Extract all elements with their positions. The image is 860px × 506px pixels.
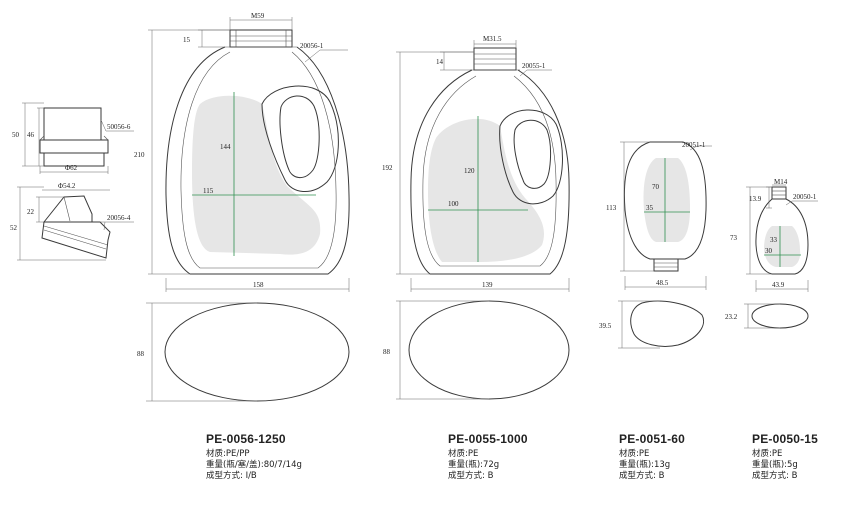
weight-text: 重量(瓶):72g [448,460,500,470]
product-code: PE-0051-60 [619,432,686,446]
bottle-1-depth: 88 [137,350,145,358]
bottle-3-height: 113 [606,204,617,212]
bottle-1-height: 210 [134,151,145,159]
product-code: PE-0055-1000 [448,432,528,446]
weight-text: 重量(瓶):13g [619,460,671,470]
bottle-1-neck: M59 [251,12,265,20]
bottle-4-label-width: 30 [765,247,773,255]
bottle-4-top-view [744,303,809,329]
material-text: 材质:PE [619,449,650,459]
process-text: 成型方式: I/B [206,471,257,481]
process-text: 成型方式: B [619,471,665,481]
material-text: 材质:PE/PP [206,449,250,459]
spec-block-2: PE-0055-1000 材质:PE 重量(瓶):72g 成型方式: B [448,432,528,482]
weight-text: 重量(瓶/塞/盖):80/7/14g [206,460,302,470]
cap-part-number: 50056-6 [107,123,131,131]
bottle-2-label-width: 100 [448,200,459,208]
bottle-4-front [746,184,818,292]
bottle-2-height: 192 [382,164,393,172]
bottle-4-part-number: 20050-1 [793,193,817,201]
bottle-4-depth: 23.2 [725,313,738,321]
bottle-4-height: 73 [730,234,738,242]
cap-height-total: 50 [12,131,20,139]
spout-height-total: 52 [10,224,18,232]
bottle-4-neck: M14 [774,178,788,186]
bottle-2-label-height: 120 [464,167,475,175]
bottle-1-part-number: 20056-1 [300,42,324,50]
bottle-2-neck: M31.5 [483,35,502,43]
bottle-2-top-view [396,300,570,400]
material-text: 材质:PE [752,449,783,459]
bottle-3-depth: 39.5 [599,322,612,330]
spout-diameter: Φ54.2 [58,182,76,190]
bottle-3-front [620,141,712,290]
bottle-4-label-height: 33 [770,236,778,244]
bottle-3-top-view [618,300,704,349]
cap-diameter: Φ62 [65,164,78,172]
bottle-3-width: 48.5 [656,279,669,287]
bottle-3-label-width: 35 [646,204,654,212]
material-text: 材质:PE [448,449,479,459]
cap-drawing [22,102,134,174]
bottle-2-neck-height: 14 [436,58,444,66]
spout-height-inner: 22 [27,208,35,216]
spec-block-1: PE-0056-1250 材质:PE/PP 重量(瓶/塞/盖):80/7/14g… [206,432,302,482]
bottle-2-part-number: 20055-1 [522,62,546,70]
bottle-2-width: 139 [482,281,493,289]
bottle-2-front [396,40,570,292]
bottle-1-top-view [146,302,350,402]
bottle-1-front [148,17,350,292]
bottle-1-label-width: 115 [203,187,214,195]
spec-block-4: PE-0050-15 材质:PE 重量(瓶):5g 成型方式: B [752,432,818,482]
process-text: 成型方式: B [752,471,798,481]
bottle-4-neck-height: 13.9 [749,195,762,203]
process-text: 成型方式: B [448,471,494,481]
bottle-1-width: 158 [253,281,264,289]
bottle-2-depth: 88 [383,348,391,356]
product-code: PE-0056-1250 [206,432,286,446]
bottle-3-label-height: 70 [652,183,660,191]
bottle-3-part-number: 20051-1 [682,141,706,149]
spout-part-number: 20056-4 [107,214,131,222]
bottle-1-label-height: 144 [220,143,231,151]
bottle-4-width: 43.9 [772,281,785,289]
cap-height-inner: 46 [27,131,35,139]
weight-text: 重量(瓶):5g [752,460,798,470]
spout-drawing [17,186,134,261]
bottle-1-neck-height: 15 [183,36,191,44]
product-code: PE-0050-15 [752,432,819,446]
spec-block-3: PE-0051-60 材质:PE 重量(瓶):13g 成型方式: B [619,432,685,482]
